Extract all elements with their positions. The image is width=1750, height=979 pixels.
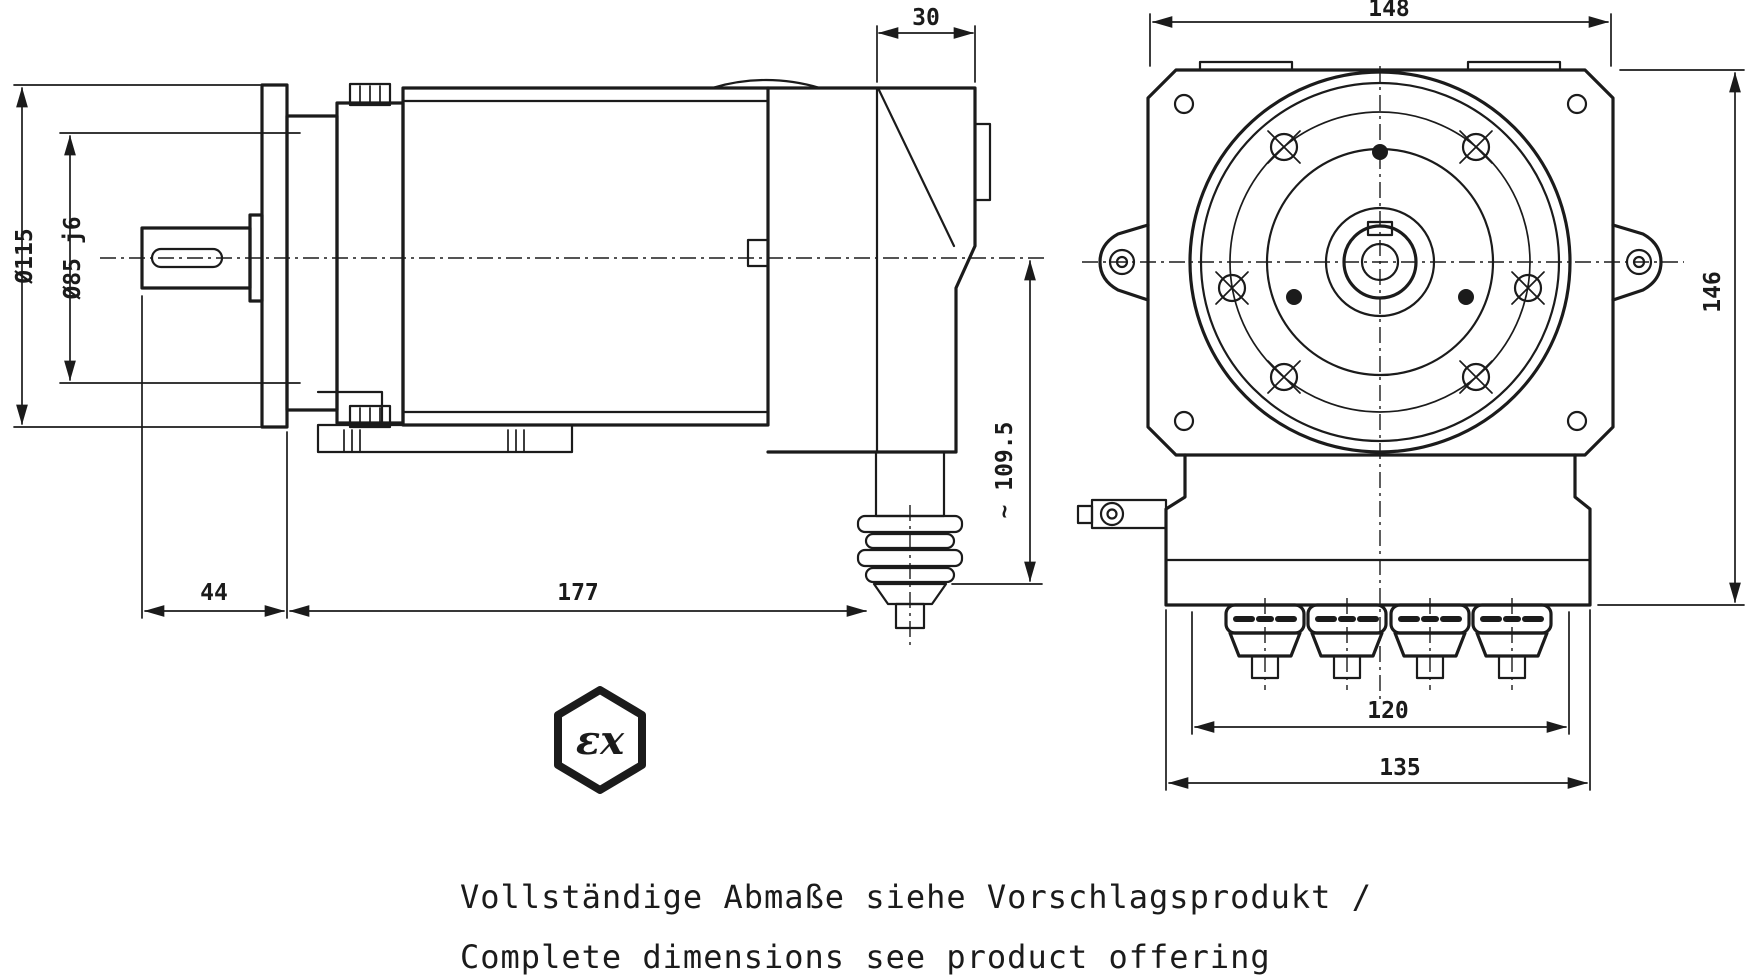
fixing-screw — [1215, 271, 1249, 305]
dim-overall-height: 146 — [1597, 69, 1745, 606]
dim-gland-spacing-label: 120 — [1367, 698, 1409, 724]
dim-cover-depth: 30 — [876, 5, 976, 83]
top-tab-left — [1198, 60, 1294, 72]
dim-pilot-diameter: Ø85 j6 — [59, 132, 301, 384]
dim-base-width-label: 135 — [1379, 755, 1421, 781]
dim-flange-diameter-label: Ø115 — [12, 228, 38, 284]
connection-box — [746, 86, 992, 518]
lid-diagonal — [877, 88, 956, 248]
top-tab-right — [1466, 60, 1562, 72]
fixing-screws — [1215, 130, 1545, 394]
fixing-screw — [1459, 360, 1493, 394]
corner-hole — [1566, 410, 1588, 432]
mounting-ear-left — [1098, 223, 1150, 302]
mounting-ear-right — [1611, 223, 1663, 302]
fixing-screw — [1511, 271, 1545, 305]
shaft-keyway-front — [1366, 220, 1394, 237]
cable-gland-4 — [1471, 598, 1553, 690]
side-entry-boss — [973, 122, 992, 202]
dim-overall-height-label: 146 — [1700, 271, 1726, 313]
tapped-hole-dot — [1286, 289, 1302, 305]
cable-gland-3 — [1389, 598, 1471, 690]
front-flange-square — [1146, 68, 1615, 457]
dim-housing-length: 177 — [289, 580, 867, 617]
caption-line-de: Vollständige Abmaße siehe Vorschlagsprod… — [460, 878, 1372, 916]
corner-hole — [1173, 410, 1195, 432]
dim-pilot-diameter-label: Ø85 j6 — [60, 216, 86, 300]
dim-shaft-length-label: 44 — [200, 580, 228, 606]
atex-ex-icon-label: εx — [576, 717, 625, 764]
fixing-screw — [1459, 130, 1493, 164]
fixing-screw — [1267, 130, 1301, 164]
cable-gland-side — [856, 505, 964, 648]
front-endbell — [335, 101, 405, 425]
dim-base-width: 135 — [1165, 609, 1591, 791]
atex-ex-icon: εx — [554, 686, 646, 794]
mounting-flange — [260, 83, 289, 429]
mounting-foot — [316, 390, 574, 454]
dim-overall-width-label: 148 — [1368, 0, 1410, 22]
shaft-keyway — [150, 247, 224, 269]
cable-gland-1 — [1224, 598, 1306, 690]
cable-gland-2 — [1306, 598, 1388, 690]
motor-face-circles — [1188, 70, 1572, 454]
side-view: Ø115 Ø85 j6 30 ~ 109.5 44 — [12, 5, 1045, 648]
corner-hole — [1566, 93, 1588, 115]
dim-shaft-length: 44 — [141, 295, 288, 619]
flange-screw-bottom — [348, 404, 392, 429]
top-cover-bump — [710, 78, 822, 90]
dim-center-to-gland-label: ~ 109.5 — [992, 422, 1018, 519]
dim-flange-diameter: Ø115 — [12, 84, 261, 428]
cable-glands-front — [1224, 598, 1553, 690]
cable-clamp — [1076, 498, 1168, 530]
front-view: 148 146 120 135 — [1076, 0, 1745, 791]
dim-housing-length-label: 177 — [557, 580, 599, 606]
tapped-hole-dot — [1458, 289, 1474, 305]
caption: Vollständige Abmaße siehe Vorschlagsprod… — [460, 878, 1372, 976]
front-base — [1076, 453, 1592, 607]
caption-line-en: Complete dimensions see product offering — [460, 938, 1271, 976]
corner-hole — [1173, 93, 1195, 115]
body-terminal-boss — [746, 238, 770, 268]
flange-screw-top — [348, 82, 392, 107]
tapped-hole-dot — [1372, 144, 1388, 160]
dim-center-to-gland: ~ 109.5 — [951, 260, 1043, 585]
dim-overall-width: 148 — [1149, 0, 1612, 67]
motor-body — [401, 86, 770, 427]
dim-cover-depth-label: 30 — [912, 5, 940, 31]
bearing-shield — [285, 114, 339, 412]
fixing-screw — [1267, 360, 1301, 394]
dim-gland-spacing: 120 — [1191, 611, 1570, 735]
